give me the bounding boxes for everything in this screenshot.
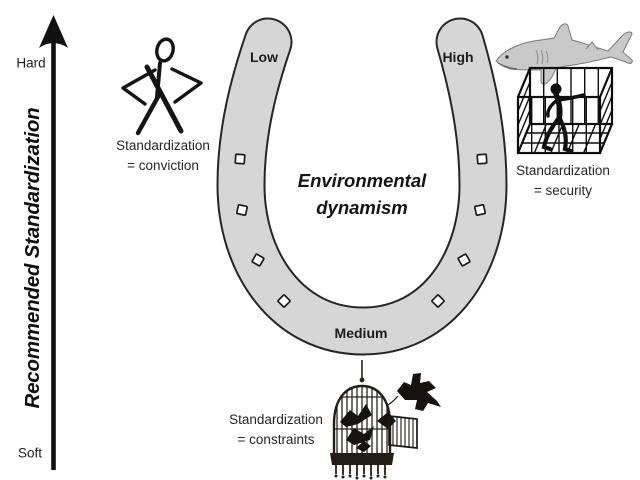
- caption-conviction-line2: = conviction: [127, 158, 199, 173]
- horseshoe-band: [218, 19, 506, 354]
- horseshoe-medium-label: Medium: [334, 325, 388, 341]
- up-arrow-icon: [39, 15, 68, 470]
- caption-constraints-line2: = constraints: [237, 432, 315, 447]
- horseshoe-low-label: Low: [250, 49, 278, 65]
- horseshoe-marker: [473, 203, 487, 217]
- caption-security-line1: Standardization: [516, 163, 610, 178]
- center-title-line2: dynamism: [316, 197, 408, 218]
- center-title: Environmental dynamism: [298, 167, 427, 221]
- caption-constraints-line1: Standardization: [229, 412, 323, 427]
- caption-conviction-line1: Standardization: [116, 138, 210, 153]
- caption-security: Standardization = security: [516, 161, 610, 201]
- horseshoe-marker: [235, 203, 249, 217]
- horseshoe-marker: [234, 153, 246, 165]
- flying-bird-icon: [385, 373, 441, 411]
- horseshoe-marker: [431, 294, 445, 308]
- horseshoe-marker: [457, 253, 471, 267]
- horseshoe-marker: [277, 294, 291, 308]
- open-birdcage-icon: [330, 360, 418, 480]
- caption-conviction: Standardization = conviction: [116, 136, 210, 176]
- center-title-line1: Environmental: [297, 170, 427, 191]
- confident-person-icon: [121, 37, 203, 136]
- axis-title: Recommended Standardization: [21, 107, 44, 409]
- horseshoe-high-label: High: [442, 49, 474, 65]
- person-in-cage-icon: [541, 83, 586, 154]
- caption-security-line2: = security: [533, 183, 593, 198]
- horseshoe-marker: [251, 253, 265, 267]
- axis-bottom-label: Soft: [17, 445, 43, 461]
- horseshoe-shape: [216, 17, 508, 356]
- horseshoe-markers: [234, 153, 488, 308]
- axis-top-label: Hard: [16, 55, 46, 71]
- cage-door-icon: [388, 415, 418, 449]
- horseshoe-marker: [476, 153, 488, 165]
- caption-constraints: Standardization = constraints: [229, 410, 323, 450]
